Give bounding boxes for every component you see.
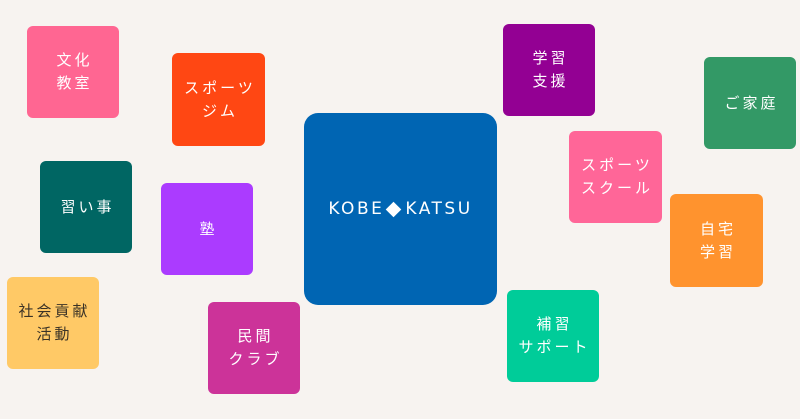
tile-minkan-club[interactable]: 民間 クラブ (208, 302, 300, 394)
tile-label-line: 習い事 (60, 197, 115, 216)
tile-naraigoto[interactable]: 習い事 (40, 161, 132, 253)
diamond-icon (386, 201, 402, 217)
tile-label-line: 支援 (532, 72, 569, 90)
tile-label-line: 教室 (56, 74, 93, 92)
tile-gakushu-shien[interactable]: 学習 支援 (503, 24, 595, 116)
tile-label-line: 社会貢献 (18, 302, 91, 320)
tile-hoshu-support[interactable]: 補習 サポート (507, 290, 599, 382)
tile-jitaku-gakushu[interactable]: 自宅 学習 (670, 194, 763, 287)
tile-sports-school[interactable]: スポーツ スクール (569, 131, 662, 223)
tile-bunka-kyoshitsu[interactable]: 文化 教室 (27, 26, 119, 118)
tile-label-line: 学習 (699, 242, 736, 261)
tile-label-line: スクール (580, 179, 653, 197)
tile-label-line: スポーツ (184, 78, 256, 97)
tile-label-line: 民間 (237, 327, 274, 345)
tile-label-line: スポーツ (581, 156, 653, 174)
tile-label-line: サポート (518, 338, 591, 356)
tile-label-line: ご家庭 (724, 93, 779, 112)
tile-juku[interactable]: 塾 (161, 183, 253, 275)
kobe-katsu-logo-tile[interactable]: KOBE KATSU (304, 113, 497, 305)
tile-shakai-koken-katsudo[interactable]: 社会貢献 活動 (7, 277, 99, 369)
logo-text-katsu: KATSU (405, 199, 473, 219)
tile-label-line: 文化 (56, 51, 93, 69)
tile-label-line: ジム (201, 101, 238, 120)
tile-gokatei[interactable]: ご家庭 (704, 57, 796, 149)
tile-label-line: 自宅 (699, 219, 736, 238)
tile-sports-gym[interactable]: スポーツ ジム (172, 53, 265, 146)
tile-label-line: 塾 (199, 219, 218, 238)
tile-label-line: クラブ (228, 350, 283, 368)
logo-text-kobe: KOBE (328, 199, 385, 219)
tile-label-line: 活動 (36, 325, 73, 343)
tile-label-line: 学習 (532, 49, 569, 67)
tile-label-line: 補習 (536, 315, 573, 333)
